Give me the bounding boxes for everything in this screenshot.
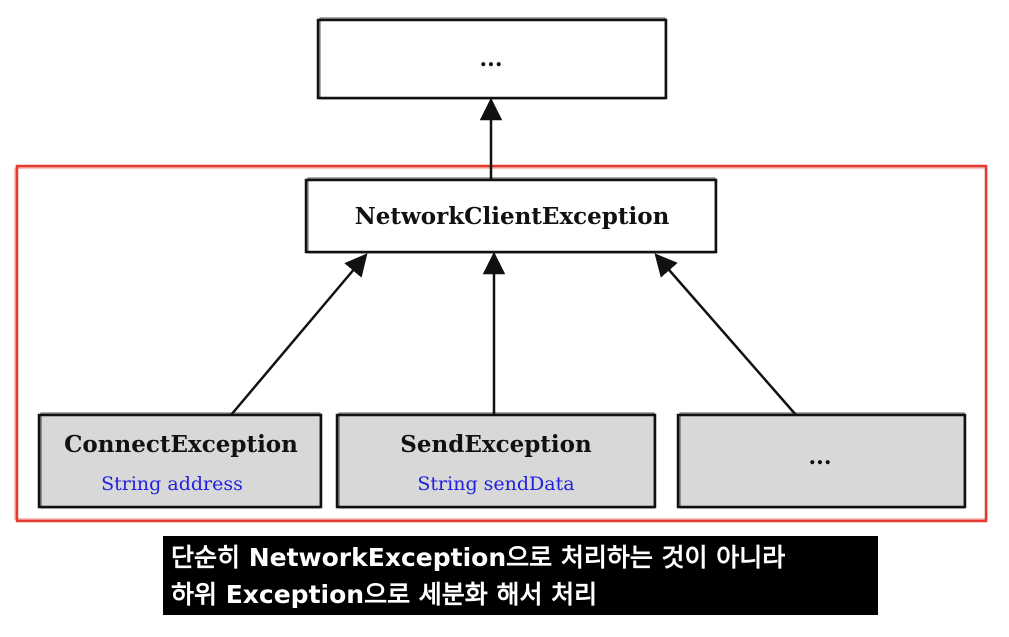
child-node-connect: ConnectException String address — [37, 412, 323, 509]
child-node-field: String sendData — [417, 473, 574, 495]
child-node-send: SendException String sendData — [335, 412, 657, 509]
child-node-field: String address — [101, 473, 243, 495]
child-node-name: ... — [809, 444, 832, 470]
arrow-other-to-parent — [654, 253, 797, 416]
caption-line-1: 단순히 NetworkException으로 처리하는 것이 아니라 — [171, 543, 786, 572]
child-node-name: ConnectException — [64, 431, 298, 458]
arrow-connect-to-parent — [230, 253, 368, 416]
parent-node-label: NetworkClientException — [355, 203, 670, 230]
child-node-other: ... — [676, 412, 967, 509]
top-node: ... — [316, 17, 668, 100]
highlight-frame — [14, 164, 988, 523]
top-node-label: ... — [480, 46, 503, 72]
inheritance-arrows — [230, 97, 797, 416]
child-node-name: SendException — [400, 431, 592, 458]
caption-line-2: 하위 Exception으로 세분화 해서 처리 — [171, 580, 598, 609]
caption-box: 단순히 NetworkException으로 처리하는 것이 아니라 하위 Ex… — [163, 536, 878, 615]
parent-node: NetworkClientException — [304, 177, 718, 254]
